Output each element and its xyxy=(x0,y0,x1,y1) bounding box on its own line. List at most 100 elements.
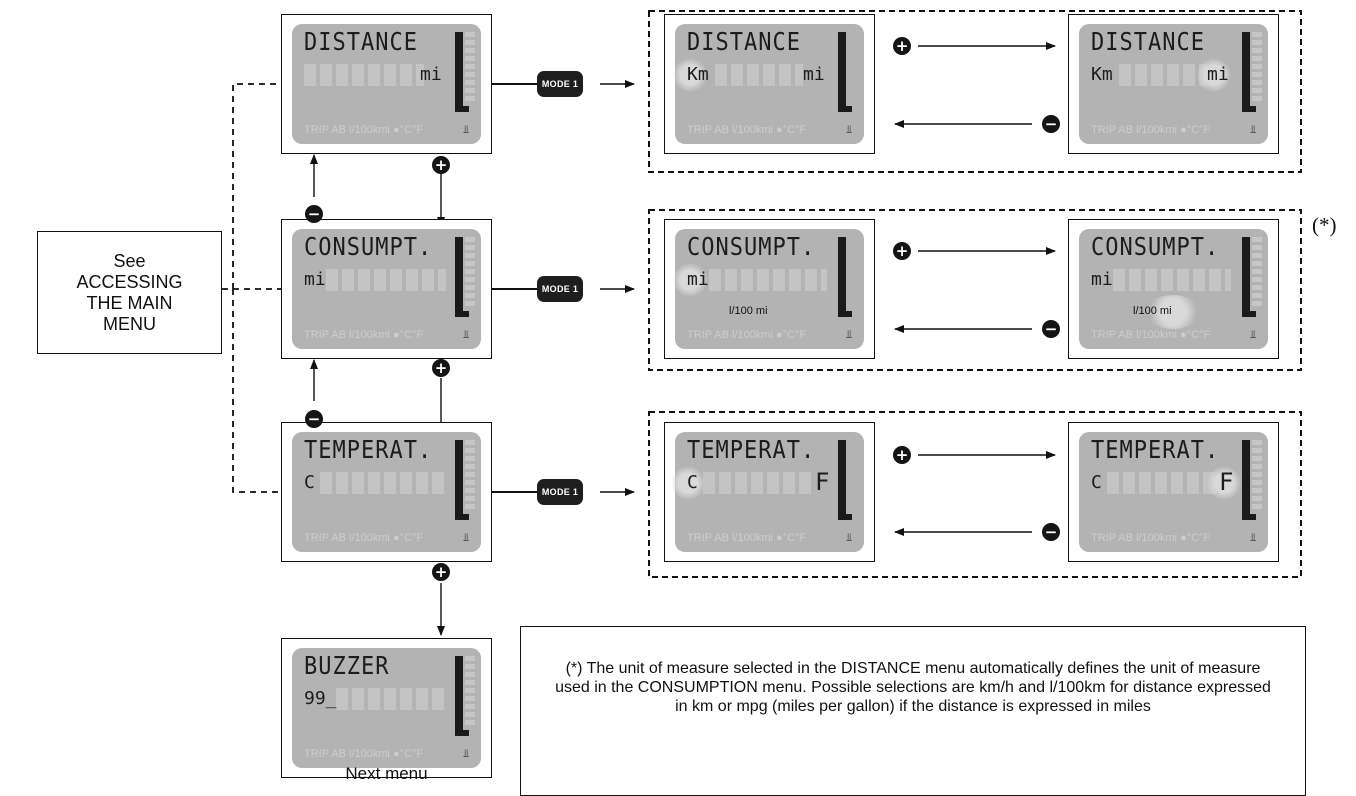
thermometer-icon: ⫫ xyxy=(463,123,470,136)
footnote-text: (*) The unit of measure selected in the … xyxy=(555,660,1271,715)
lcd-unit-right: mi xyxy=(420,64,442,85)
lcd-unit-right: mi xyxy=(803,64,825,85)
lcd-level-bar xyxy=(455,237,463,317)
lcd-footer: TRIP AB l/100kmi ●°C°F xyxy=(304,329,424,341)
plus-icon[interactable]: + xyxy=(432,359,450,377)
lcd-level-bar xyxy=(838,237,846,317)
lcd-level-base xyxy=(455,730,469,736)
temperature-c-option-display: TEMPERAT. C F TRIP AB l/100kmi ●°C°F ⫫ xyxy=(664,422,875,562)
lcd-ghost-segments xyxy=(709,269,827,291)
mode-1-button[interactable]: MODE 1 xyxy=(537,71,583,97)
mode-1-button[interactable]: MODE 1 xyxy=(537,276,583,302)
lcd-unit-right: F xyxy=(815,468,830,496)
buzzer-menu-display: BUZZER 99_ TRIP AB l/100kmi ●°C°F ⫫ xyxy=(281,638,492,778)
minus-icon[interactable]: − xyxy=(1042,115,1060,133)
temperature-f-option-display: TEMPERAT. C F TRIP AB l/100kmi ●°C°F ⫫ xyxy=(1068,422,1279,562)
lcd-level-base xyxy=(838,514,852,520)
lcd-ghost-segments xyxy=(1119,64,1207,86)
lcd-level-bar xyxy=(838,440,846,520)
thermometer-icon: ⫫ xyxy=(463,328,470,341)
lcd-level-bar xyxy=(1242,440,1250,520)
thermometer-icon: ⫫ xyxy=(1250,123,1257,136)
lcd-title: CONSUMPT. xyxy=(1091,233,1220,262)
lcd-footer: TRIP AB l/100kmi ●°C°F xyxy=(1091,532,1211,544)
thermometer-icon: ⫫ xyxy=(1250,531,1257,544)
minus-icon[interactable]: − xyxy=(305,410,323,428)
lcd-level-bar xyxy=(455,32,463,112)
lcd-level-base xyxy=(1242,311,1256,317)
lcd-footer: TRIP AB l/100kmi ●°C°F xyxy=(1091,329,1211,341)
lcd-footer: TRIP AB l/100kmi ●°C°F xyxy=(687,329,807,341)
lcd-unit-left: mi xyxy=(687,269,709,290)
temperature-menu-display: TEMPERAT. C TRIP AB l/100kmi ●°C°F ⫫ xyxy=(281,422,492,562)
footnote-box: (*) The unit of measure selected in the … xyxy=(520,626,1306,796)
see-accessing-main-menu-box: See ACCESSING THE MAIN MENU xyxy=(37,231,222,354)
lcd-unit-left: C xyxy=(304,472,315,493)
thermometer-icon: ⫫ xyxy=(1250,328,1257,341)
lcd-ghost-segments xyxy=(304,64,424,86)
lcd-screen: DISTANCE mi TRIP AB l/100kmi ●°C°F ⫫ xyxy=(292,24,481,144)
lcd-screen: CONSUMPT. mi TRIP AB l/100kmi ●°C°F l/10… xyxy=(673,229,864,349)
lcd-footer: TRIP AB l/100kmi ●°C°F xyxy=(304,532,424,544)
lcd-level-ghost xyxy=(1252,237,1262,309)
lcd-title: TEMPERAT. xyxy=(1091,436,1220,465)
lcd-unit-left: mi xyxy=(1091,269,1113,290)
plus-icon[interactable]: + xyxy=(432,563,450,581)
blink-highlight xyxy=(671,466,705,500)
lcd-level-bar xyxy=(1242,237,1250,317)
minus-icon[interactable]: − xyxy=(1042,320,1060,338)
lcd-unit-left: mi xyxy=(304,269,326,290)
lcd-value-left: 99_ xyxy=(304,688,337,709)
thermometer-icon: ⫫ xyxy=(846,328,853,341)
lcd-level-bar xyxy=(455,440,463,520)
lcd-ghost-segments xyxy=(1107,472,1215,494)
see-line-1: See xyxy=(113,250,146,271)
lcd-level-base xyxy=(1242,106,1256,112)
lcd-unit-left: Km xyxy=(687,64,709,85)
lcd-level-base xyxy=(455,311,469,317)
lcd-level-bar xyxy=(1242,32,1250,112)
lcd-unit-right: mi xyxy=(1207,64,1229,85)
mode-1-button[interactable]: MODE 1 xyxy=(537,479,583,505)
minus-icon[interactable]: − xyxy=(305,205,323,223)
lcd-level-bar xyxy=(455,656,463,736)
lcd-level-ghost xyxy=(465,656,475,728)
footnote-marker: (*) xyxy=(1312,213,1337,237)
lcd-title: CONSUMPT. xyxy=(687,233,816,262)
plus-icon[interactable]: + xyxy=(893,446,911,464)
lcd-ghost-segments xyxy=(715,64,803,86)
lcd-unit-left: Km xyxy=(1091,64,1113,85)
lcd-unit-left: C xyxy=(687,472,698,493)
lcd-screen: TEMPERAT. C TRIP AB l/100kmi ●°C°F ⫫ xyxy=(292,432,481,552)
lcd-footer: TRIP AB l/100kmi ●°C°F xyxy=(304,748,424,760)
lcd-screen: DISTANCE Km mi TRIP AB l/100kmi ●°C°F ⫫ xyxy=(1079,24,1268,144)
distance-km-option-display: DISTANCE Km mi TRIP AB l/100kmi ●°C°F ⫫ xyxy=(664,14,875,154)
lcd-title: DISTANCE xyxy=(1091,28,1205,57)
blink-highlight xyxy=(1197,58,1231,92)
lcd-title: DISTANCE xyxy=(687,28,801,57)
lcd-level-base xyxy=(838,106,852,112)
see-line-2: ACCESSING xyxy=(76,271,183,292)
lcd-ghost-segments xyxy=(336,688,446,710)
next-menu-label: Next menu xyxy=(345,764,428,783)
lcd-title: TEMPERAT. xyxy=(687,436,816,465)
plus-icon[interactable]: + xyxy=(893,242,911,260)
see-line-4: MENU xyxy=(103,313,156,334)
lcd-screen: BUZZER 99_ TRIP AB l/100kmi ●°C°F ⫫ xyxy=(292,648,481,768)
lcd-consumption-unit: l/100 mi xyxy=(1133,305,1172,317)
lcd-level-base xyxy=(455,106,469,112)
lcd-level-ghost xyxy=(465,440,475,512)
thermometer-icon: ⫫ xyxy=(846,531,853,544)
lcd-ghost-segments xyxy=(703,472,811,494)
lcd-level-base xyxy=(455,514,469,520)
lcd-level-bar xyxy=(838,32,846,112)
plus-icon[interactable]: + xyxy=(893,37,911,55)
lcd-title: TEMPERAT. xyxy=(304,436,433,465)
lcd-ghost-segments xyxy=(326,269,446,291)
plus-icon[interactable]: + xyxy=(432,156,450,174)
thermometer-icon: ⫫ xyxy=(463,747,470,760)
lcd-screen: CONSUMPT. mi TRIP AB l/100kmi ●°C°F ⫫ xyxy=(292,229,481,349)
minus-icon[interactable]: − xyxy=(1042,523,1060,541)
lcd-consumption-unit: l/100 mi xyxy=(729,305,768,317)
